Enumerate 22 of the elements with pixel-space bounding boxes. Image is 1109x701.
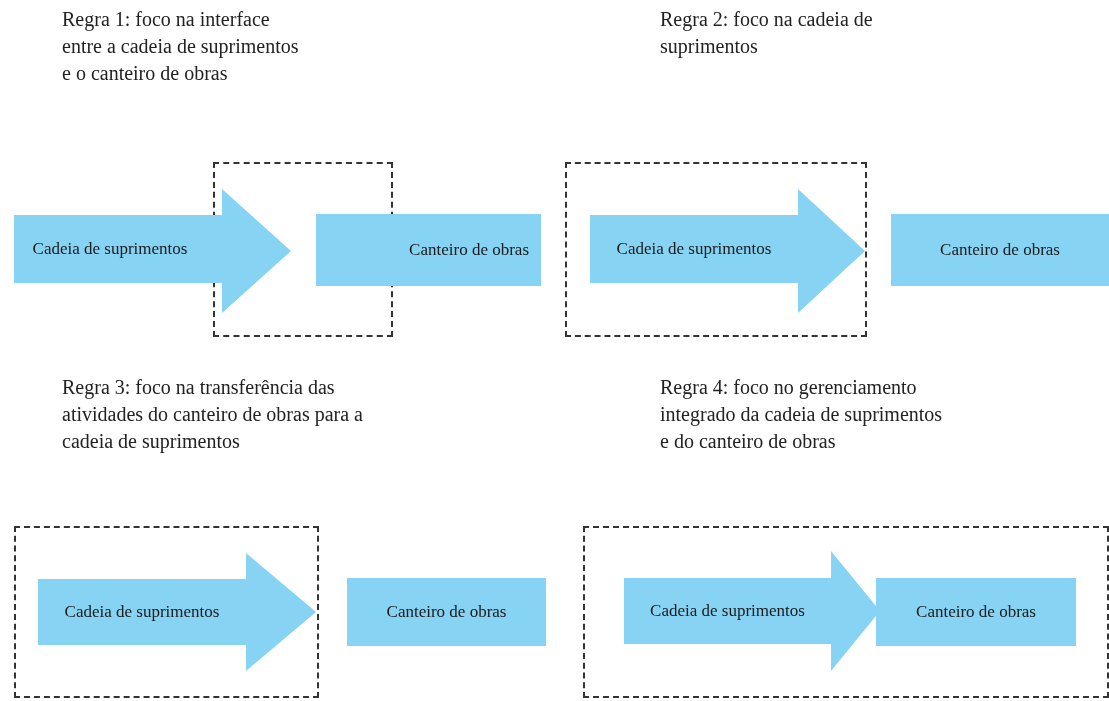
block-arrow (38, 553, 316, 671)
shape-text: Cadeia de suprimentos (650, 600, 805, 622)
dashed-frame (583, 526, 1109, 698)
dashed-frame (14, 526, 319, 698)
shape-text: Canteiro de obras (409, 239, 529, 261)
shape-text: Canteiro de obras (386, 601, 507, 623)
dashed-frame (565, 162, 867, 337)
shape-text: Canteiro de obras (916, 601, 1036, 623)
rule-heading: Regra 2: foco na cadeia de suprimentos (660, 7, 874, 60)
shape-text: Canteiro de obras (940, 239, 1060, 261)
rule-heading: Regra 4: foco no gerenciamento integrado da cadeia de suprimentos e do canteiro de obras (660, 375, 944, 454)
shape-text: Cadeia de suprimentos (32, 238, 188, 260)
block-arrow (590, 189, 865, 313)
process-box (891, 214, 1109, 286)
shape-text: Cadeia de suprimentos (616, 238, 772, 260)
rule-heading: Regra 3: foco na transferência das atividades do canteiro de obras para a cadeia de suprimentos (62, 375, 364, 455)
process-box (876, 578, 1076, 646)
rule-heading: Regra 1: foco na interface entre a cadeia de suprimentos e o canteiro de obras (62, 7, 300, 86)
process-box (316, 214, 541, 286)
shape-text: Cadeia de suprimentos (64, 601, 220, 623)
block-arrow (14, 189, 291, 313)
process-box (347, 578, 546, 646)
